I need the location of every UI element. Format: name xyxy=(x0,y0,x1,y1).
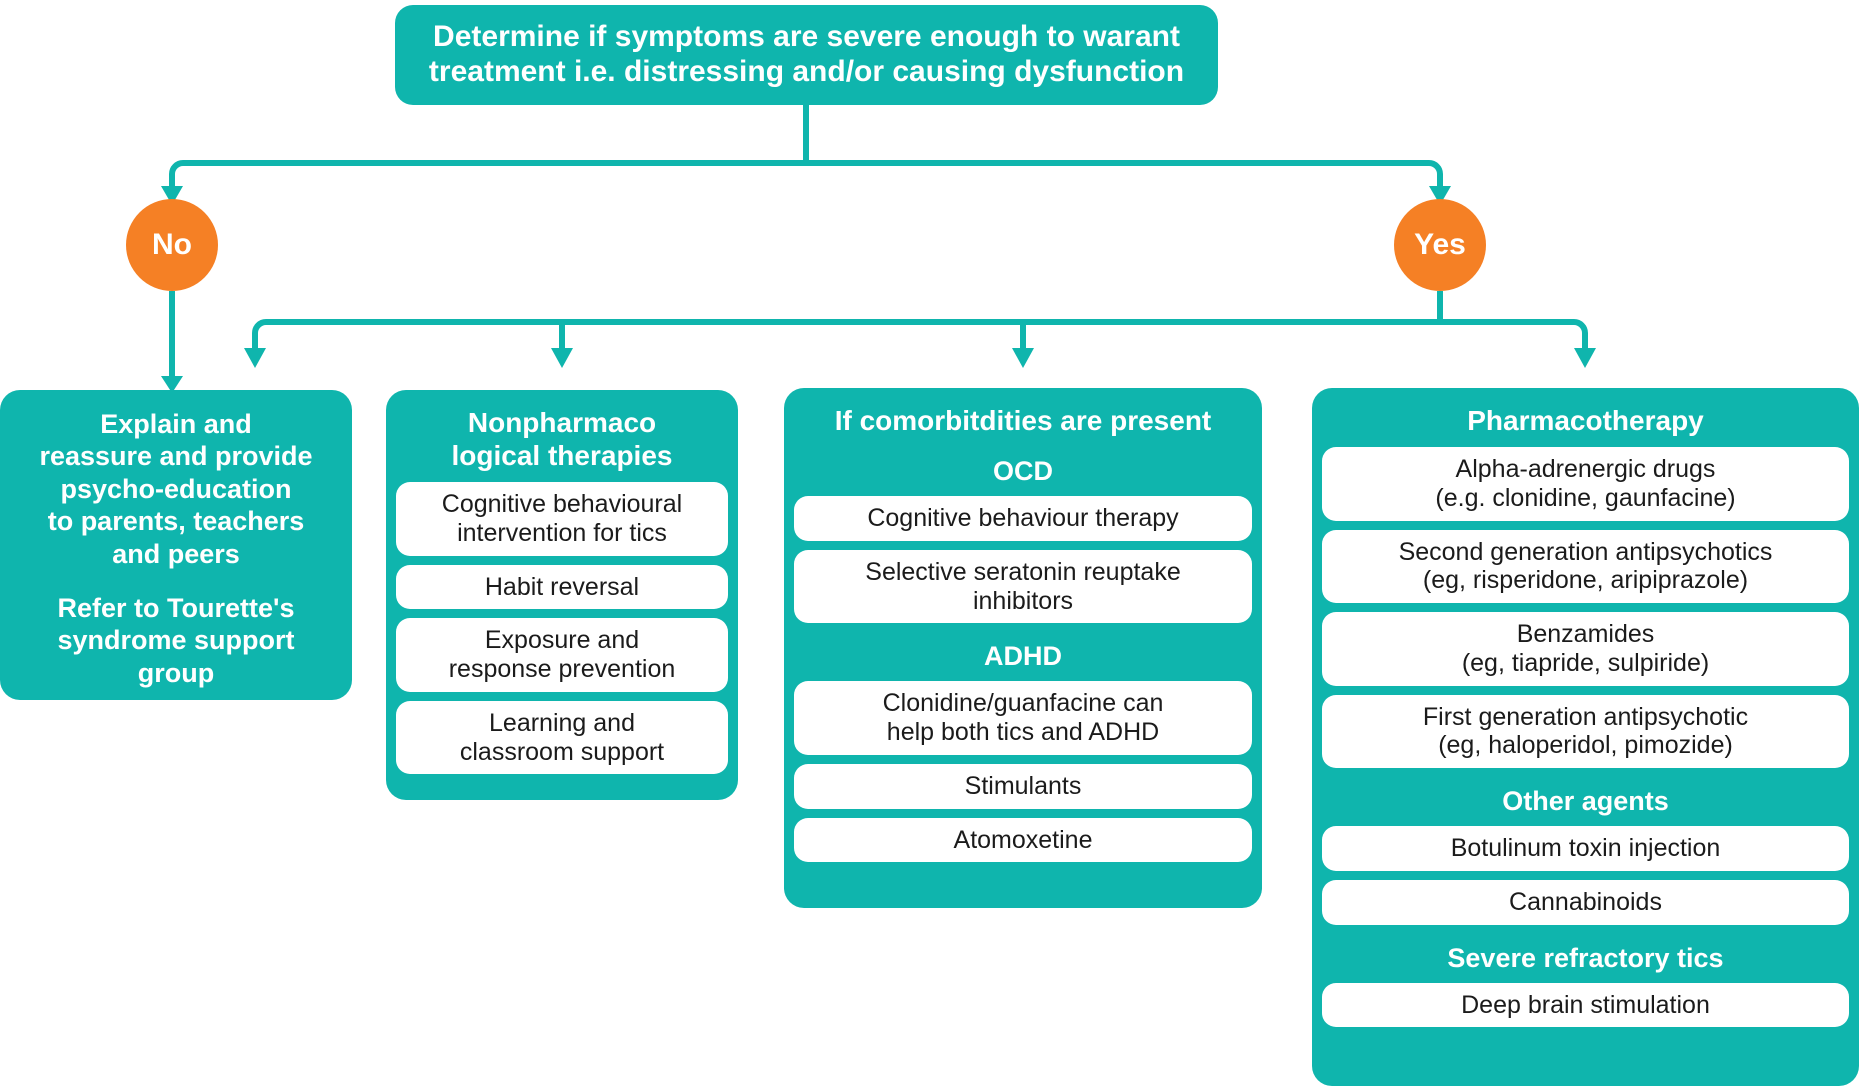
list-item[interactable]: Botulinum toxin injection xyxy=(1322,826,1849,871)
list-item[interactable]: Alpha-adrenergic drugs (e.g. clonidine, … xyxy=(1322,447,1849,521)
decision-no[interactable]: No xyxy=(126,199,218,291)
list-item[interactable]: Learning and classroom support xyxy=(396,700,728,775)
column-supportive-care: Explain and reassure and provide psycho-… xyxy=(0,390,352,700)
column-pharmacotherapy: Pharmacotherapy Alpha-adrenergic drugs (… xyxy=(1312,388,1859,1086)
list-item[interactable]: Habit reversal xyxy=(396,564,728,610)
list-item[interactable]: Cognitive behavioural intervention for t… xyxy=(396,482,728,556)
group-heading-other-agents: Other agents xyxy=(1502,786,1669,817)
list-item[interactable]: Deep brain stimulation xyxy=(1322,982,1849,1028)
supportive-care-body: Explain and reassure and provide psycho-… xyxy=(0,390,352,689)
decision-box-severity: Determine if symptoms are severe enough … xyxy=(395,5,1218,105)
list-item[interactable]: Cannabinoids xyxy=(1322,879,1849,925)
list-item[interactable]: Exposure and response prevention xyxy=(396,618,728,692)
group-heading-ocd: OCD xyxy=(993,456,1053,487)
pharmacotherapy-title: Pharmacotherapy xyxy=(1467,405,1704,436)
list-item[interactable]: Benzamides (eg, tiapride, sulpiride) xyxy=(1322,612,1849,686)
nonpharmacological-title: Nonpharmaco logical therapies xyxy=(451,407,673,472)
list-item[interactable]: Clonidine/guanfacine can help both tics … xyxy=(794,681,1252,755)
list-item[interactable]: Atomoxetine xyxy=(794,817,1252,863)
column-comorbidities: If comorbitdities are present OCD Cognit… xyxy=(784,388,1262,908)
list-item[interactable]: Stimulants xyxy=(794,763,1252,809)
group-heading-severe-refractory-tics: Severe refractory tics xyxy=(1447,942,1724,973)
supportive-care-line-2: Refer to Tourette's syndrome support gro… xyxy=(57,592,295,688)
supportive-care-line-1: Explain and reassure and provide psycho-… xyxy=(39,409,313,569)
list-item[interactable]: Cognitive behaviour therapy xyxy=(794,496,1252,541)
list-item[interactable]: Selective seratonin reuptake inhibitors xyxy=(794,549,1252,624)
decision-yes[interactable]: Yes xyxy=(1394,199,1486,291)
list-item[interactable]: First generation antipsychotic (eg, halo… xyxy=(1322,694,1849,769)
column-nonpharmacological-therapies: Nonpharmaco logical therapies Cognitive … xyxy=(386,390,738,800)
list-item[interactable]: Second generation antipsychotics (eg, ri… xyxy=(1322,529,1849,604)
group-heading-adhd: ADHD xyxy=(984,641,1062,672)
comorbidities-title: If comorbitdities are present xyxy=(834,405,1212,436)
